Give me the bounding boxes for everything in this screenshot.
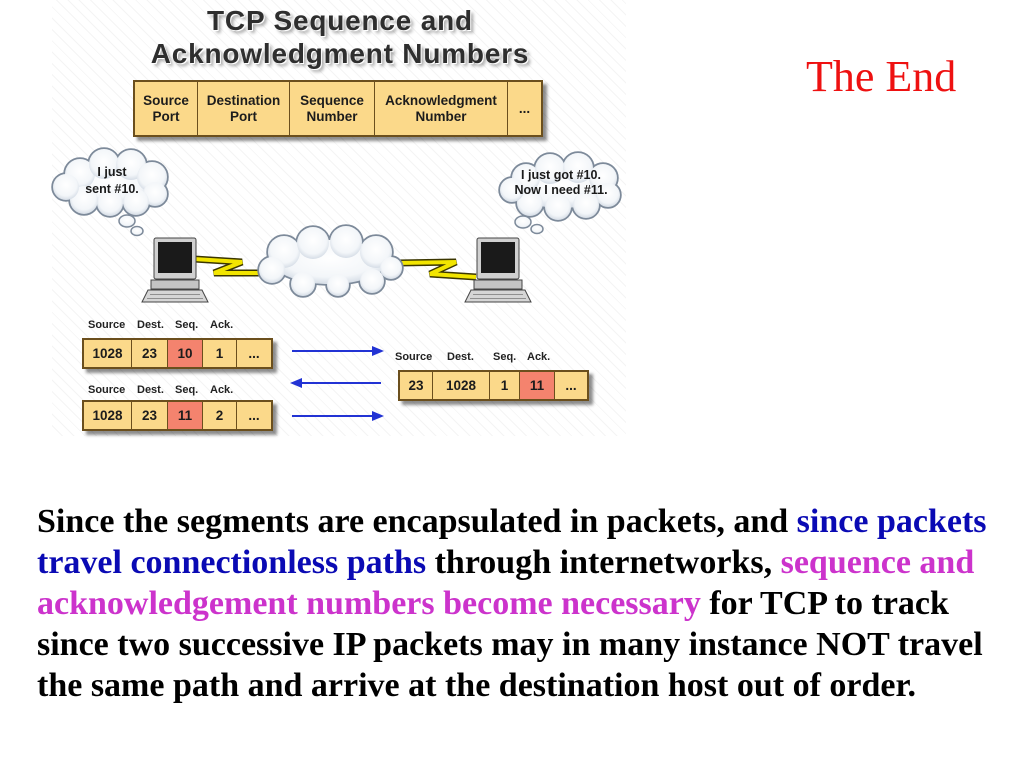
field-label-ack: Ack. <box>210 319 234 331</box>
segment-seq-number: 10 <box>168 340 203 367</box>
field-label-dest: Dest. <box>137 384 164 396</box>
thought-line: I just got #10. <box>521 168 601 182</box>
header-field-label: Destination <box>206 92 281 108</box>
header-field-acknowledgment-number: Acknowledgment Number <box>375 82 508 135</box>
body-text-segment: through internetworks, <box>426 544 781 581</box>
field-label-source: Source <box>88 319 126 331</box>
arrow-right-icon <box>292 346 384 356</box>
header-field-label: Acknowledgment <box>385 92 497 108</box>
field-label-dest: Dest. <box>447 351 474 363</box>
thought-puff <box>118 214 136 228</box>
header-field-label: Sequence <box>300 92 364 108</box>
system-unit <box>150 279 200 290</box>
segment-seq-number: 1 <box>490 372 520 399</box>
keyboard <box>464 289 532 303</box>
field-label-seq: Seq. <box>175 384 199 396</box>
segment-ack-number: 2 <box>203 402 237 429</box>
diagram-title-line: TCP Sequence and <box>207 5 473 36</box>
segment-row: 1028 23 10 1 ... <box>82 338 273 369</box>
arrow-head <box>372 346 384 356</box>
arrow-head <box>290 378 302 388</box>
body-text-segment: Since the segments are encapsulated in p… <box>37 503 797 540</box>
field-label-source: Source <box>395 351 433 363</box>
segment-more: ... <box>237 340 271 367</box>
segment-more: ... <box>555 372 587 399</box>
monitor-screen <box>158 242 192 273</box>
system-unit <box>473 279 523 290</box>
diagram-title-line: Acknowledgment Numbers <box>150 38 530 69</box>
field-label-source: Source <box>88 384 126 396</box>
segment-row: 23 1028 1 11 ... <box>398 370 589 401</box>
body-text-emphasis-magenta: sequence and acknowledgement numbers bec… <box>37 544 975 622</box>
tcp-header-fields: Source Port Destination Port Sequence Nu… <box>133 80 543 137</box>
keyboard-keys <box>470 294 526 299</box>
thought-puff <box>530 223 544 235</box>
header-field-label: Source <box>143 92 189 108</box>
closing-title: The End <box>806 52 957 101</box>
segment-dest-port: 23 <box>132 402 168 429</box>
header-field-sequence-number: Sequence Number <box>290 82 375 135</box>
body-text-segment: for TCP to track since two successive IP… <box>37 585 983 704</box>
header-field-destination-port: Destination Port <box>198 82 290 135</box>
receiver-link-lightning-icon <box>397 258 477 281</box>
body-text-emphasis-blue: since packets travel connectionless path… <box>37 503 987 581</box>
header-field-label: Port <box>230 108 257 124</box>
header-field-label: Number <box>306 108 358 124</box>
header-field-source-port: Source Port <box>135 82 198 135</box>
segment-ack-number: 11 <box>520 372 555 399</box>
receiver-computer-icon <box>464 237 532 303</box>
sender-thought-text: I just sent #10. <box>62 164 162 198</box>
network-cloud-icon <box>257 224 404 298</box>
keyboard-keys <box>147 294 203 299</box>
monitor-screen <box>481 242 515 273</box>
field-label-seq: Seq. <box>493 351 517 363</box>
thought-puff <box>130 225 144 237</box>
segment-dest-port: 23 <box>132 340 168 367</box>
arrow-left-icon <box>290 378 381 388</box>
segment-dest-port: 1028 <box>433 372 490 399</box>
field-label-dest: Dest. <box>137 319 164 331</box>
lightning-bolt <box>397 260 477 279</box>
thought-line: Now I need #11. <box>514 183 608 197</box>
body-paragraph: Since the segments are encapsulated in p… <box>37 501 1002 706</box>
segment-row: 1028 23 11 2 ... <box>82 400 273 431</box>
header-field-more: ... <box>508 82 541 135</box>
lightning-bolt <box>193 257 264 275</box>
diagram-title: TCP Sequence and Acknowledgment Numbers <box>110 4 570 70</box>
field-label-ack: Ack. <box>210 384 234 396</box>
thought-line: I just <box>97 165 127 179</box>
segment-seq-number: 11 <box>168 402 203 429</box>
segment-source-port: 1028 <box>84 340 132 367</box>
header-field-label: Number <box>415 108 467 124</box>
field-label-ack: Ack. <box>527 351 551 363</box>
header-field-label: Port <box>152 108 180 124</box>
thought-puff <box>514 215 532 229</box>
receiver-thought-cloud-icon <box>498 151 622 235</box>
header-field-label: ... <box>518 100 531 116</box>
sender-thought-cloud-icon <box>51 147 169 237</box>
diagram-artwork <box>51 147 622 421</box>
sender-link-lightning-icon <box>193 255 264 277</box>
keyboard <box>141 289 209 303</box>
field-label-seq: Seq. <box>175 319 199 331</box>
thought-line: sent #10. <box>85 182 139 196</box>
arrow-right-icon <box>292 411 384 421</box>
arrow-head <box>372 411 384 421</box>
receiver-thought-text: I just got #10. Now I need #11. <box>501 168 621 198</box>
sender-computer-icon <box>141 237 209 303</box>
tcp-sequence-diagram: TCP Sequence and Acknowledgment Numbers … <box>0 0 630 440</box>
segment-source-port: 1028 <box>84 402 132 429</box>
segment-more: ... <box>237 402 271 429</box>
segment-ack-number: 1 <box>203 340 237 367</box>
segment-source-port: 23 <box>400 372 433 399</box>
